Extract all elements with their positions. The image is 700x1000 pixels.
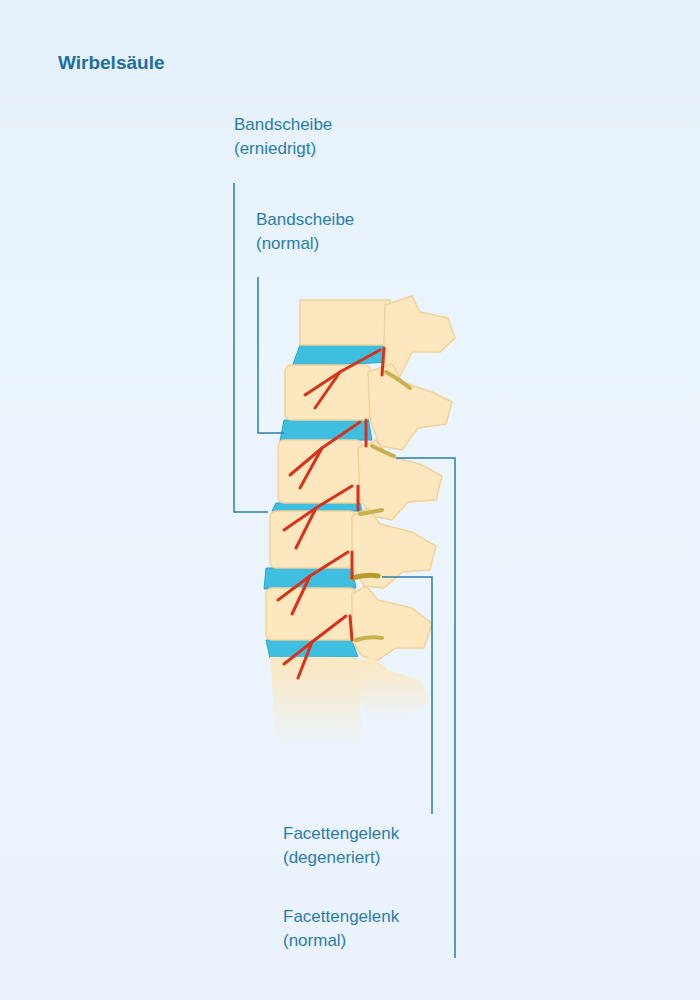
part-label: Facettengelenk (normal) — [283, 905, 443, 953]
facet-joint — [360, 510, 382, 514]
nerve — [278, 348, 384, 678]
facet-joint-normal — [372, 446, 394, 456]
part-label: Facettengelenk (degeneriert) — [283, 822, 443, 870]
part-label: Bandscheibe (normal) — [256, 208, 396, 256]
leader-line — [234, 183, 455, 958]
title: Wirbelsäule — [58, 52, 164, 74]
facet-joint-degenerated — [352, 575, 378, 578]
facet-joint — [386, 372, 410, 388]
part-label: Bandscheibe (erniedrigt) — [234, 113, 374, 161]
facet-joint — [356, 637, 382, 640]
